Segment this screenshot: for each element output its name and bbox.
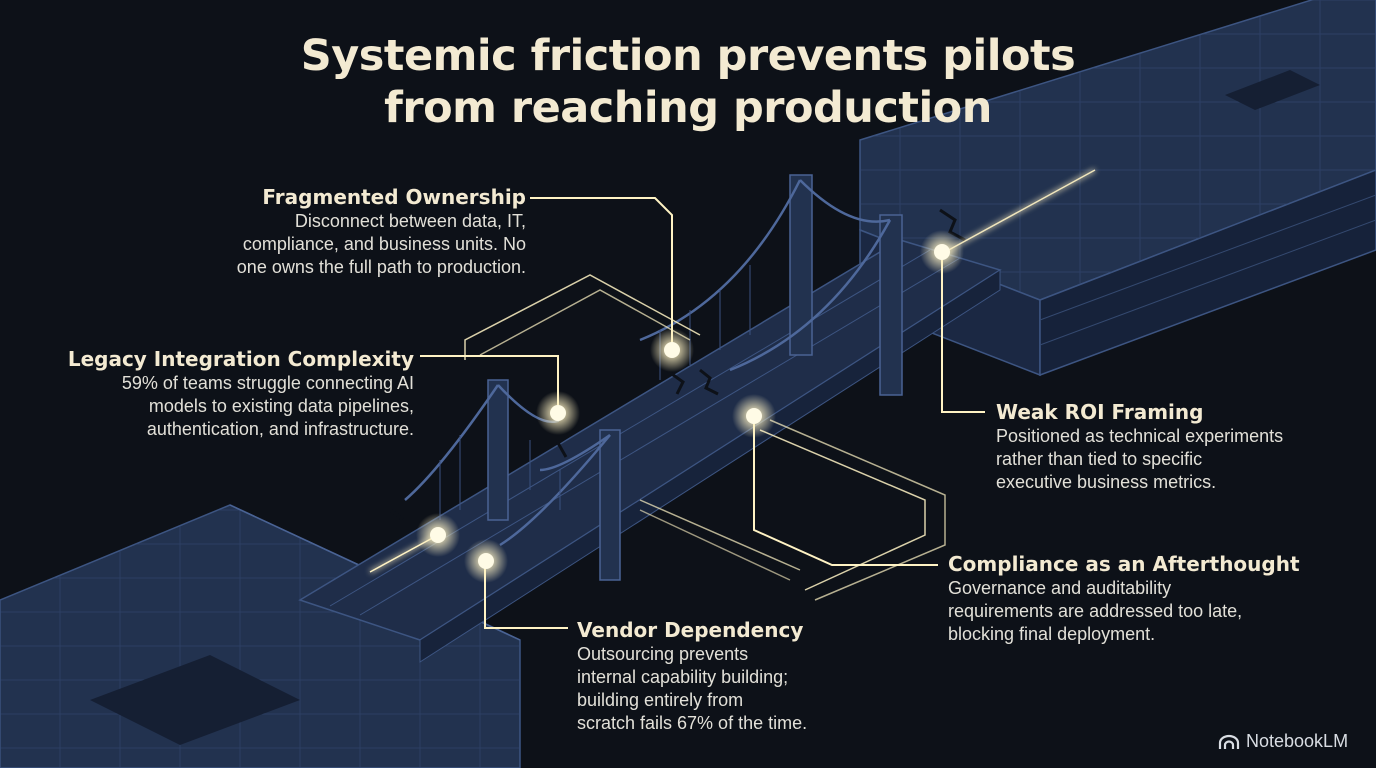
callout-line: one owns the full path to production. <box>236 257 526 277</box>
node-vendor-dependency <box>464 539 508 583</box>
callout-line: 59% of teams struggle connecting AI <box>121 373 414 393</box>
notebooklm-logo-icon <box>1218 734 1240 749</box>
callout-line: Disconnect between data, IT, <box>294 211 526 231</box>
page-title: Systemic friction prevents pilots from r… <box>0 30 1376 134</box>
right-platform <box>859 0 1376 377</box>
bridge-deck <box>298 239 1002 663</box>
callout-body: Outsourcing prevents internal capability… <box>577 643 807 735</box>
callout-line: rather than tied to specific <box>996 449 1203 469</box>
callout-line: internal capability building; <box>577 667 789 687</box>
callout-compliance-afterthought: Compliance as an Afterthought Governance… <box>948 551 1300 646</box>
callout-body: 59% of teams struggle connecting AI mode… <box>68 372 414 441</box>
node-left-end <box>416 513 460 557</box>
node-weak-roi <box>920 230 964 274</box>
node-legacy-integration <box>536 391 580 435</box>
callout-line: requirements are addressed too late, <box>948 601 1243 621</box>
callout-line: Governance and auditability <box>948 578 1172 598</box>
brand-watermark: NotebookLM <box>1218 731 1348 752</box>
glow-traces <box>420 197 985 629</box>
callout-heading: Legacy Integration Complexity <box>67 347 414 371</box>
glow-nodes <box>416 230 964 583</box>
callout-heading: Vendor Dependency <box>577 618 804 642</box>
callout-body: Governance and auditability requirements… <box>948 577 1300 646</box>
node-compliance <box>732 394 776 438</box>
callout-line: Outsourcing prevents <box>577 644 749 664</box>
callout-line: blocking final deployment. <box>948 624 1156 644</box>
callout-body: Disconnect between data, IT, compliance,… <box>237 210 526 279</box>
callout-line: building entirely from <box>577 690 744 710</box>
node-fragmented-ownership <box>650 328 694 372</box>
left-platform <box>0 504 521 768</box>
callout-fragmented-ownership: Fragmented Ownership Disconnect between … <box>237 184 526 279</box>
callout-line: executive business metrics. <box>996 472 1217 492</box>
callout-line: authentication, and infrastructure. <box>146 419 414 439</box>
callout-heading: Fragmented Ownership <box>262 185 526 209</box>
callout-heading: Weak ROI Framing <box>996 400 1204 424</box>
callout-body: Positioned as technical experiments rath… <box>996 425 1283 494</box>
suspension-cables <box>404 179 892 547</box>
callout-legacy-integration: Legacy Integration Complexity 59% of tea… <box>68 346 414 441</box>
title-line-2: from reaching production <box>384 83 992 133</box>
title-line-1: Systemic friction prevents pilots <box>300 31 1076 81</box>
callout-heading: Compliance as an Afterthought <box>948 552 1300 576</box>
callout-line: compliance, and business units. No <box>242 234 526 254</box>
hanger-cables <box>439 265 751 520</box>
callout-line: scratch fails 67% of the time. <box>577 713 808 733</box>
callout-line: Positioned as technical experiments <box>996 426 1284 446</box>
callout-line: models to existing data pipelines, <box>148 396 414 416</box>
bridge-towers <box>487 174 903 581</box>
brand-label: NotebookLM <box>1246 731 1349 751</box>
callout-weak-roi-framing: Weak ROI Framing Positioned as technical… <box>996 399 1283 494</box>
callout-vendor-dependency: Vendor Dependency Outsourcing prevents i… <box>577 617 807 735</box>
